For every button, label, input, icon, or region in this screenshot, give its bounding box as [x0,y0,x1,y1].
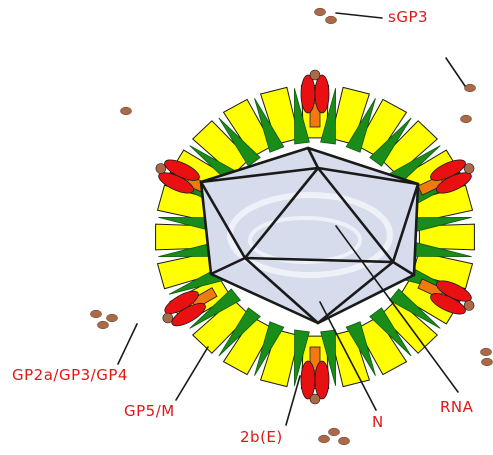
gp-cap [464,164,474,174]
leader-sgp3-top [336,13,382,18]
sgp3-particle [326,16,337,24]
sgp3-particle [461,115,472,123]
sgp3-particle [339,437,350,445]
gp-subunit [301,75,315,113]
label-2b-e: 2b(E) [240,428,283,446]
gp-subunit [315,75,329,113]
gp-subunit [315,361,329,399]
leader-gp5m [176,347,208,400]
label-n: N [372,413,384,431]
sgp3-particle [482,358,493,366]
sgp3-particle [107,314,118,322]
sgp3-particle [481,348,492,356]
gp-cap [156,164,166,174]
gp-cap [310,70,320,80]
label-rna: RNA [440,398,473,416]
sgp3-particle [329,428,340,436]
leader-gp2a [118,324,137,364]
sgp3-particle [121,107,132,115]
sgp3-particle [91,310,102,318]
label-gp5-m: GP5/M [124,402,175,420]
gp-subunit [301,361,315,399]
label-gp2a-gp3-gp4: GP2a/GP3/GP4 [12,366,128,384]
gp-cap [310,394,320,404]
leader-sgp3-right [446,58,465,86]
sgp3-particle [315,8,326,16]
sgp3-particle [319,435,330,443]
label-sgp3: sGP3 [388,8,428,26]
gp-cap [464,301,474,311]
gp-cap [163,313,173,323]
sgp3-particle [465,84,476,92]
sgp3-particle [98,321,109,329]
